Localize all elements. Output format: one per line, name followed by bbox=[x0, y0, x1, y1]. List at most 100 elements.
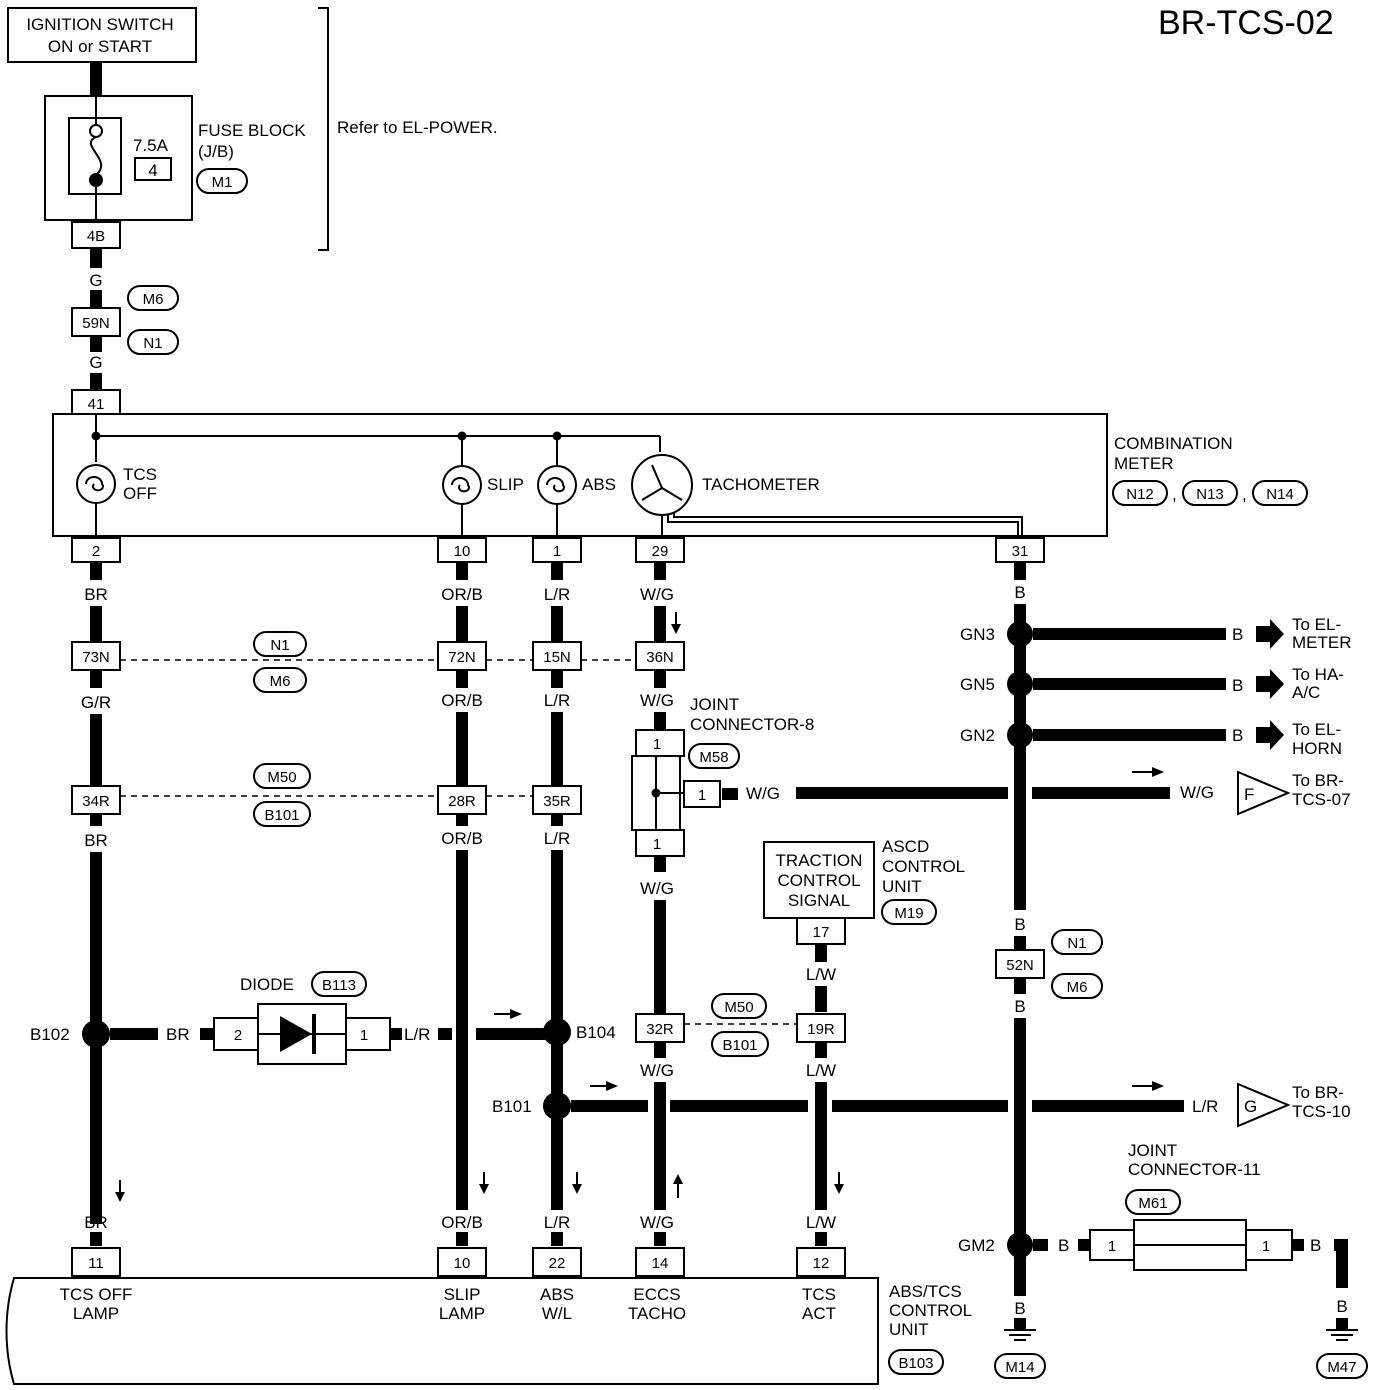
lamp-tcs-1: TCS bbox=[123, 465, 157, 484]
conn-m6-1: M6 bbox=[143, 291, 164, 308]
pin-11: 11 bbox=[88, 1255, 104, 1272]
wire-orb-3: OR/B bbox=[441, 829, 483, 848]
fuse-rating: 7.5A bbox=[133, 136, 169, 155]
splice-b101: B101 bbox=[492, 1097, 532, 1116]
pin-11-l1: TCS OFF bbox=[60, 1285, 133, 1304]
conn-m19: M19 bbox=[894, 905, 923, 922]
conn-m6-3: M6 bbox=[1067, 979, 1088, 996]
conn-n1-3: N1 bbox=[1067, 935, 1086, 952]
dest-2b: A/C bbox=[1292, 683, 1320, 702]
joint11-1: JOINT bbox=[1128, 1141, 1177, 1160]
combination-meter bbox=[52, 413, 1108, 537]
conn-m58: M58 bbox=[699, 749, 728, 766]
wire-g-1: G bbox=[89, 271, 102, 290]
joint8-2: CONNECTOR-8 bbox=[690, 715, 814, 734]
wire-b-jc11: B bbox=[1058, 1236, 1069, 1255]
dest-g-2: TCS-10 bbox=[1292, 1102, 1351, 1121]
wire-g-2: G bbox=[89, 353, 102, 372]
ground-gn2: GN2 bbox=[960, 726, 995, 745]
abs-unit-name-1: ABS/TCS bbox=[889, 1282, 962, 1301]
wire-b-jc11-out: B bbox=[1310, 1236, 1321, 1255]
conn-m61: M61 bbox=[1138, 1195, 1167, 1212]
wire-orb-4: OR/B bbox=[441, 1213, 483, 1232]
wire-b-2: B bbox=[1014, 915, 1025, 934]
flag-g: G bbox=[1244, 1097, 1257, 1116]
pin-14: 14 bbox=[652, 1255, 669, 1272]
term-31: 31 bbox=[1012, 543, 1029, 560]
wire-wg-j8: W/G bbox=[746, 784, 780, 803]
j11-t1b: 1 bbox=[1262, 1238, 1270, 1255]
term-34r: 34R bbox=[82, 793, 110, 810]
wire-br-2: BR bbox=[84, 831, 108, 850]
term-19r: 19R bbox=[807, 1021, 835, 1038]
term-36n: 36N bbox=[646, 649, 674, 666]
wire-lr-4: L/R bbox=[544, 1213, 570, 1232]
ascd-name-3: UNIT bbox=[882, 877, 922, 896]
conn-sep-1: , bbox=[1172, 485, 1177, 504]
wire-lr-1: L/R bbox=[544, 585, 570, 604]
conn-m47: M47 bbox=[1327, 1359, 1356, 1376]
ignition-switch-box bbox=[7, 7, 197, 63]
ground-gn3: GN3 bbox=[960, 625, 995, 644]
fuse-block-name: FUSE BLOCK bbox=[198, 121, 306, 140]
conn-b103: B103 bbox=[898, 1355, 933, 1372]
conn-n14: N14 bbox=[1266, 486, 1294, 503]
pin-14-l2: TACHO bbox=[628, 1304, 686, 1323]
abs-unit-name-2: CONTROL bbox=[889, 1301, 972, 1320]
conn-n1-1: N1 bbox=[143, 335, 162, 352]
term-52n: 52N bbox=[1006, 957, 1034, 974]
ascd-name-1: ASCD bbox=[882, 837, 929, 856]
pin-22-l1: ABS bbox=[540, 1285, 574, 1304]
conn-n1-2: N1 bbox=[270, 637, 289, 654]
pin-10: 10 bbox=[454, 1255, 471, 1272]
term-2: 2 bbox=[92, 543, 100, 560]
lamp-tacho: TACHOMETER bbox=[702, 475, 820, 494]
term-29: 29 bbox=[652, 543, 669, 560]
meter-name-1: COMBINATION bbox=[1114, 434, 1233, 453]
joint11-2: CONNECTOR-11 bbox=[1128, 1160, 1261, 1179]
fuse-conn: M1 bbox=[212, 174, 233, 191]
wire-wg-out: W/G bbox=[1180, 783, 1214, 802]
dest-wire-2: B bbox=[1232, 676, 1243, 695]
splice-b104: B104 bbox=[576, 1023, 616, 1042]
pin-12-l2: ACT bbox=[802, 1304, 836, 1323]
ascd-box-3: SIGNAL bbox=[788, 891, 850, 910]
term-72n: 72N bbox=[448, 649, 476, 666]
conn-n13: N13 bbox=[1196, 486, 1224, 503]
dest-f-1: To BR- bbox=[1292, 771, 1344, 790]
pin-12: 12 bbox=[813, 1255, 830, 1272]
dest-1b: METER bbox=[1292, 633, 1352, 652]
wire-wg-1: W/G bbox=[640, 585, 674, 604]
conn-m50-1: M50 bbox=[267, 769, 296, 786]
j8-t1a: 1 bbox=[653, 736, 661, 753]
conn-m6-2: M6 bbox=[270, 673, 291, 690]
wire-orb-2: OR/B bbox=[441, 691, 483, 710]
wire-wg-5: W/G bbox=[640, 1213, 674, 1232]
flag-f: F bbox=[1244, 785, 1254, 804]
conn-m50-2: M50 bbox=[724, 999, 753, 1016]
dest-wire-1: B bbox=[1232, 625, 1243, 644]
ascd-box-2: CONTROL bbox=[777, 871, 860, 890]
pin-10-l2: LAMP bbox=[439, 1304, 485, 1323]
ignition-label-2: ON or START bbox=[48, 37, 152, 56]
fuse-block-sub: (J/B) bbox=[198, 142, 234, 161]
dest-3a: To EL- bbox=[1292, 720, 1341, 739]
term-4b: 4B bbox=[87, 228, 105, 245]
dest-3b: HORN bbox=[1292, 739, 1342, 758]
wire-gr: G/R bbox=[81, 693, 111, 712]
j8-t1c: 1 bbox=[653, 836, 661, 853]
wire-orb-1: OR/B bbox=[441, 585, 483, 604]
lamp-tcs-2: OFF bbox=[123, 484, 157, 503]
pin-10-l1: SLIP bbox=[444, 1285, 481, 1304]
conn-m14: M14 bbox=[1005, 1359, 1034, 1376]
conn-b101-1: B101 bbox=[264, 807, 299, 824]
pin-14-l1: ECCS bbox=[633, 1285, 680, 1304]
conn-n12: N12 bbox=[1126, 486, 1154, 503]
abs-tcs-unit bbox=[5, 1277, 879, 1385]
lamp-abs: ABS bbox=[582, 475, 616, 494]
wire-b-1: B bbox=[1014, 583, 1025, 602]
wire-b-4: B bbox=[1014, 1299, 1025, 1318]
wire-br-3: BR bbox=[84, 1213, 108, 1232]
conn-sep-2: , bbox=[1242, 485, 1247, 504]
